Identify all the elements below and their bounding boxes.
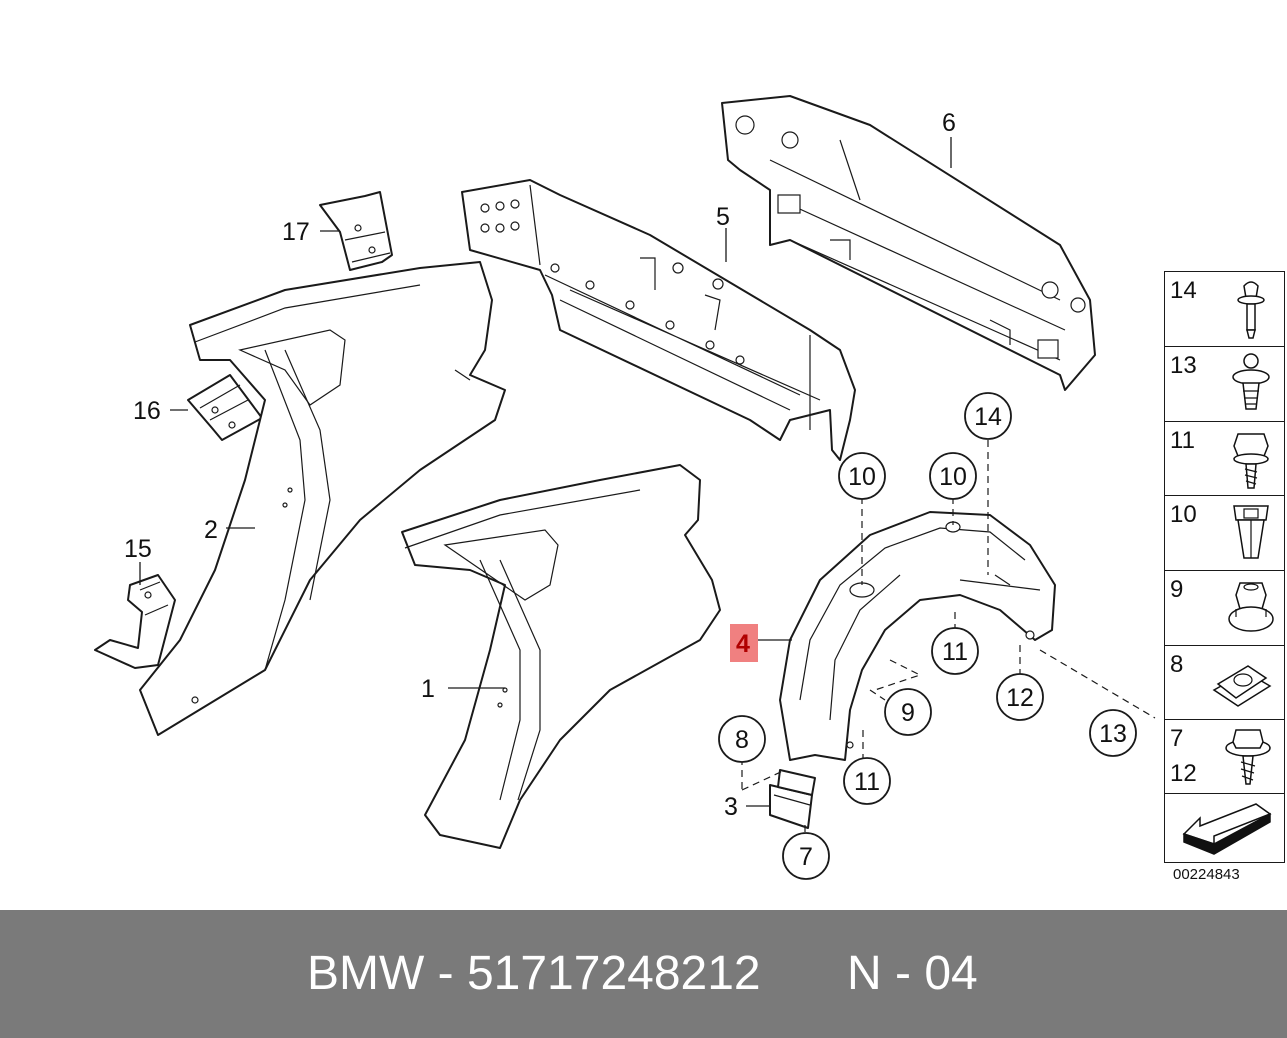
circled-callout-14: 14 [964, 392, 1012, 440]
fastener-table: 14 13 11 10 [1164, 271, 1285, 863]
callout-17: 17 [282, 218, 310, 246]
circled-callout-10a: 10 [838, 452, 886, 500]
circled-callout-8: 8 [718, 715, 766, 763]
expanding-rivet-icon [1232, 353, 1270, 410]
footer-part-number: BMW - 51717248212 [307, 947, 761, 1000]
fastener-row-7-12: 7 12 [1165, 720, 1284, 794]
callout-16: 16 [133, 397, 161, 425]
exploded-view: 1 2 3 4 5 6 17 16 15 10 10 14 11 12 9 13… [94, 95, 1156, 880]
circled-callout-7: 7 [782, 832, 830, 880]
fastener-row-11: 11 [1165, 422, 1284, 496]
svg-text:14: 14 [974, 403, 1002, 431]
fastener-row-arrow [1165, 794, 1284, 864]
circled-callout-12: 12 [996, 673, 1044, 721]
svg-text:8: 8 [735, 726, 749, 754]
fastener-row-9: 9 [1165, 571, 1284, 646]
circled-callout-10b: 10 [929, 452, 977, 500]
expanding-nut-icon [1233, 505, 1269, 559]
parts-diagram: 1 2 3 4 5 6 17 16 15 10 10 14 11 12 9 13… [94, 95, 1156, 880]
circled-callout-13: 13 [1089, 709, 1137, 757]
footer-suffix: N - 04 [847, 947, 978, 1000]
part-4-wheel-arch-liner [779, 511, 1056, 761]
svg-text:11: 11 [854, 768, 880, 796]
callout-15: 15 [124, 535, 152, 563]
svg-text:10: 10 [848, 463, 876, 491]
svg-text:9: 9 [901, 699, 915, 727]
callout-1: 1 [421, 675, 435, 703]
svg-text:13: 13 [1099, 720, 1127, 748]
fastener-row-10: 10 [1165, 496, 1284, 571]
part-15-bracket [94, 574, 176, 669]
leader-lines [139, 137, 1156, 838]
reference-code: 00224843 [1173, 866, 1240, 883]
svg-text:10: 10 [939, 463, 967, 491]
svg-text:11: 11 [942, 638, 968, 666]
callout-6: 6 [942, 109, 956, 137]
svg-text:7: 7 [799, 843, 813, 871]
part-17-bracket [319, 191, 393, 271]
callout-5: 5 [716, 203, 730, 231]
circled-callout-9: 9 [884, 688, 932, 736]
direction-arrow-icon [1182, 803, 1272, 855]
footer-bar: BMW - 51717248212 N - 04 [0, 910, 1287, 1038]
part-3-clip-plate [769, 769, 816, 829]
callout-2: 2 [204, 516, 218, 544]
part-2-side-panel [139, 261, 506, 736]
fastener-row-8: 8 [1165, 646, 1284, 720]
rivet-icon [1237, 281, 1265, 339]
callout-3: 3 [724, 793, 738, 821]
callout-4-highlight [730, 624, 758, 662]
fastener-row-13: 13 [1165, 347, 1284, 422]
hex-nut-icon [1228, 582, 1274, 632]
svg-text:12: 12 [1006, 684, 1034, 712]
part-1-side-panel [401, 464, 721, 849]
circled-callout-11b: 11 [843, 757, 891, 805]
spring-nut-icon [1212, 665, 1272, 707]
callout-4[interactable]: 4 [736, 630, 750, 658]
hex-screw-icon [1233, 433, 1269, 489]
part-5-crossmember [461, 179, 856, 461]
part-6-rear-panel [721, 95, 1096, 391]
fastener-row-14: 14 [1165, 272, 1284, 347]
circled-callout-11a: 11 [931, 627, 979, 675]
self-tapping-screw-icon [1225, 729, 1271, 785]
part-16-bracket [187, 374, 263, 441]
